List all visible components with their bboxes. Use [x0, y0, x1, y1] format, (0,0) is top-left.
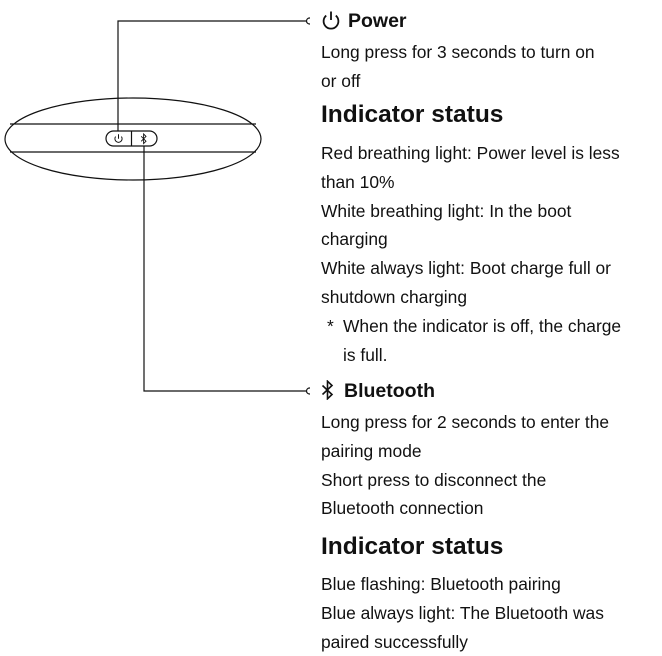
note-line: When the indicator is off, the charge: [343, 316, 622, 336]
indicator-line: White always light: Boot charge full or: [321, 258, 611, 279]
power-callout-line: [117, 20, 306, 131]
bluetooth-description-line: Bluetooth connection: [321, 498, 484, 519]
indicator-line: Red breathing light: Power level is less: [321, 143, 620, 163]
bluetooth-icon: [321, 380, 334, 400]
indicator-line: paired successfully: [321, 631, 468, 652]
power-callout-dot: [305, 17, 310, 25]
indicator-line: White breathing light: In the boot: [321, 200, 572, 221]
device-diagram: [4, 17, 310, 395]
power-title: Power: [348, 10, 407, 32]
bluetooth-callout-dot: [305, 387, 310, 395]
bluetooth-description-line: Short press to disconnect the: [321, 469, 547, 490]
power-heading: Power: [321, 9, 407, 33]
indicator-line: shutdown charging: [321, 286, 467, 307]
power-indicator-note: * When the indicator is off, the charge …: [321, 312, 621, 370]
indicator-line: charging: [321, 229, 388, 250]
bluetooth-icon: [140, 132, 147, 145]
bluetooth-heading: Bluetooth: [321, 379, 435, 403]
power-description: Long press for 3 seconds to turn on or o…: [321, 38, 595, 96]
bluetooth-title: Bluetooth: [344, 380, 435, 402]
power-indicator-title: Indicator status: [321, 101, 504, 128]
bluetooth-description-line: Long press for 2 seconds to enter the: [321, 412, 610, 432]
bluetooth-indicator-title: Indicator status: [321, 533, 504, 560]
note-line: is full.: [343, 344, 388, 365]
note-marker: *: [327, 316, 334, 336]
indicator-line: than 10%: [321, 171, 395, 192]
bluetooth-button[interactable]: [140, 132, 147, 145]
bluetooth-callout-line: [143, 146, 306, 392]
power-button[interactable]: [114, 134, 123, 143]
bluetooth-description: Long press for 2 seconds to enter the pa…: [321, 408, 609, 523]
power-description-line: or off: [321, 70, 361, 91]
speaker-body: [4, 97, 262, 181]
power-indicator-list: Red breathing light: Power level is less…: [321, 139, 620, 312]
indicator-line: Blue always light: The Bluetooth was: [321, 602, 604, 623]
power-icon: [114, 134, 123, 143]
power-icon: [322, 11, 340, 30]
bluetooth-description-line: pairing mode: [321, 440, 422, 461]
indicator-line: Blue flashing: Bluetooth pairing: [321, 574, 561, 594]
bluetooth-indicator-list: Blue flashing: Bluetooth pairing Blue al…: [321, 570, 604, 656]
power-description-line: Long press for 3 seconds to turn on: [321, 42, 595, 62]
